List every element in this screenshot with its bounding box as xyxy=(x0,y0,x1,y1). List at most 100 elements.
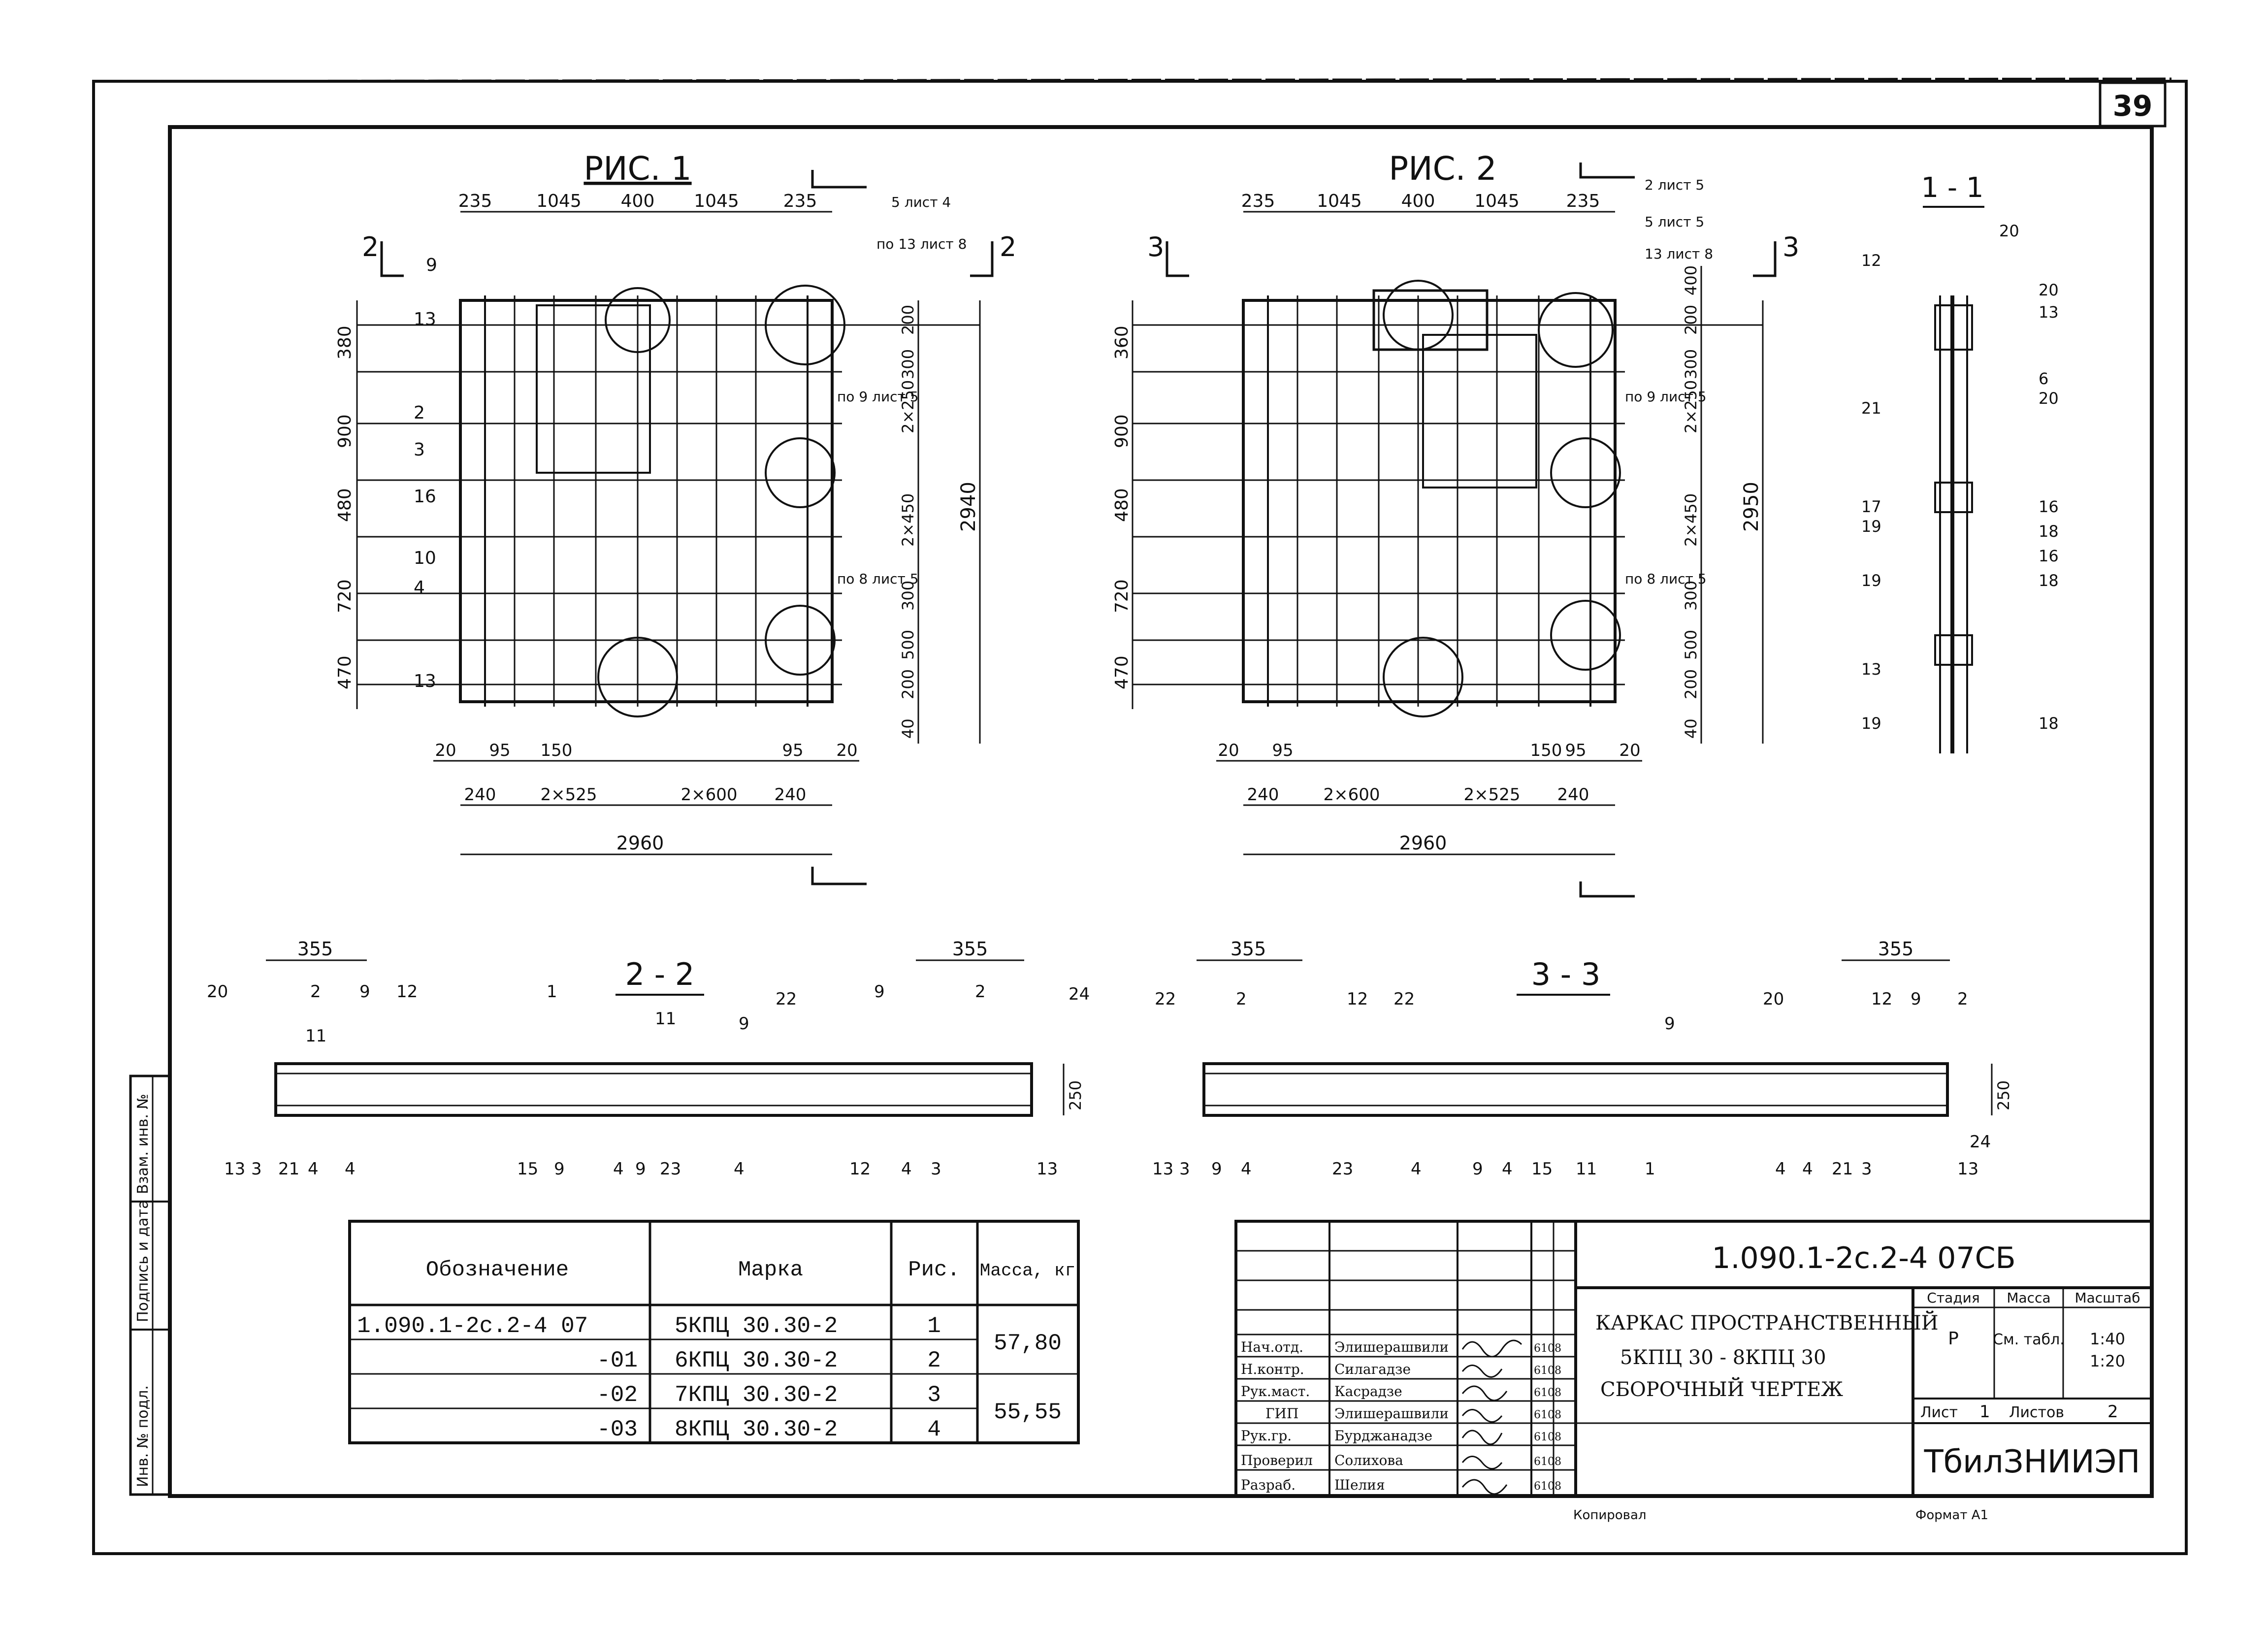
svg-text:4: 4 xyxy=(901,1159,912,1179)
svg-text:1: 1 xyxy=(1645,1159,1655,1179)
svg-text:13: 13 xyxy=(2039,303,2059,322)
svg-text:150: 150 xyxy=(541,741,573,760)
svg-text:12: 12 xyxy=(396,982,418,1002)
svg-text:9: 9 xyxy=(426,255,437,275)
spec-row1-fig: 1 xyxy=(927,1313,941,1339)
svg-text:360: 360 xyxy=(1112,326,1132,359)
spec-row2-fig: 2 xyxy=(927,1348,941,1373)
svg-text:400: 400 xyxy=(621,191,655,211)
svg-text:20: 20 xyxy=(1999,222,2019,240)
title-line-2: 5КПЦ 30 - 8КПЦ 30 xyxy=(1620,1346,1826,1369)
svg-text:12: 12 xyxy=(849,1159,871,1179)
svg-text:24: 24 xyxy=(1970,1132,1991,1152)
svg-text:13 лист 8: 13 лист 8 xyxy=(1645,246,1713,262)
section-3-3: 3 - 3 355 355 250 22 2 12 22 9 20 12 9 2… xyxy=(1152,938,2013,1179)
svg-text:2×525: 2×525 xyxy=(1463,785,1520,805)
svg-text:2: 2 xyxy=(1000,231,1016,262)
svg-text:3: 3 xyxy=(931,1159,941,1179)
svg-text:21: 21 xyxy=(1832,1159,1853,1179)
fig2-title: РИС. 2 xyxy=(1389,150,1496,188)
svg-text:720: 720 xyxy=(335,579,355,613)
svg-text:300: 300 xyxy=(899,349,917,379)
fig1-title: РИС. 1 xyxy=(583,150,691,188)
svg-text:900: 900 xyxy=(1112,414,1132,448)
svg-text:11: 11 xyxy=(1576,1159,1597,1179)
fig1-bottom-dims: 20 95 150 95 20 240 2×525 2×600 240 2960 xyxy=(435,741,857,854)
svg-text:900: 900 xyxy=(335,414,355,448)
svg-text:300: 300 xyxy=(1682,349,1700,379)
svg-text:18: 18 xyxy=(2039,714,2059,733)
spec-row3-mark: 7КПЦ 30.30-2 xyxy=(675,1382,838,1408)
svg-text:2×600: 2×600 xyxy=(1323,785,1380,805)
sig-name-3: Касрадзе xyxy=(1334,1383,1402,1400)
sig-name-7: Шелия xyxy=(1334,1477,1385,1493)
svg-text:22: 22 xyxy=(1393,989,1415,1009)
sig-date-6: 6108 xyxy=(1534,1456,1561,1468)
svg-text:3: 3 xyxy=(1861,1159,1872,1179)
svg-text:400: 400 xyxy=(1682,265,1700,295)
svg-text:19: 19 xyxy=(1861,571,1881,590)
svg-text:20: 20 xyxy=(2039,281,2059,299)
sig-date-3: 6108 xyxy=(1534,1387,1561,1399)
svg-text:355: 355 xyxy=(1878,938,1914,960)
svg-text:2 лист 5: 2 лист 5 xyxy=(1645,177,1704,193)
svg-text:3: 3 xyxy=(1179,1159,1190,1179)
svg-text:15: 15 xyxy=(1531,1159,1553,1179)
svg-text:4: 4 xyxy=(613,1159,624,1179)
sheet-label: Лист xyxy=(1920,1404,1958,1421)
sig-name-6: Солихова xyxy=(1334,1452,1403,1468)
svg-text:20: 20 xyxy=(1763,989,1784,1009)
svg-text:3: 3 xyxy=(1782,231,1799,262)
mass-value: См. табл. xyxy=(1993,1331,2065,1348)
svg-text:2: 2 xyxy=(310,982,321,1002)
inner-border xyxy=(168,125,2154,1498)
footer-copied: Копировал xyxy=(1573,1508,1647,1523)
svg-text:4: 4 xyxy=(1502,1159,1513,1179)
svg-text:1 - 1: 1 - 1 xyxy=(1921,172,1983,204)
svg-text:200: 200 xyxy=(899,669,917,699)
sheet-number-box: 39 xyxy=(2099,81,2167,128)
spec-header-mark: Марка xyxy=(738,1258,803,1282)
svg-text:3: 3 xyxy=(251,1159,262,1179)
svg-text:2: 2 xyxy=(975,982,986,1002)
svg-text:480: 480 xyxy=(1112,488,1132,522)
svg-text:355: 355 xyxy=(297,938,333,960)
svg-text:21: 21 xyxy=(1861,399,1881,418)
document-code: 1.090.1-2с.2-4 07СБ xyxy=(1712,1241,2015,1275)
signature-date-label: Подпись и дата xyxy=(134,1200,152,1323)
sig-role-7: Разраб. xyxy=(1241,1477,1296,1493)
sheet-value: 1 xyxy=(1979,1402,1990,1422)
svg-text:200: 200 xyxy=(1682,305,1700,335)
svg-text:355: 355 xyxy=(1231,938,1266,960)
svg-text:10: 10 xyxy=(414,548,436,568)
section-2-2: 2 - 2 355 355 250 20 2 9 12 11 1 11 9 22… xyxy=(207,938,1090,1179)
sig-name-1: Элишерашвили xyxy=(1334,1339,1449,1355)
svg-text:1045: 1045 xyxy=(1317,191,1362,211)
svg-text:23: 23 xyxy=(1332,1159,1353,1179)
svg-text:40: 40 xyxy=(899,718,917,739)
svg-text:13: 13 xyxy=(1861,660,1881,679)
svg-text:500: 500 xyxy=(899,630,917,660)
fig1-right-total: 2940 xyxy=(957,482,980,532)
svg-text:235: 235 xyxy=(458,191,492,211)
spec-row2-mark: 6КПЦ 30.30-2 xyxy=(675,1348,838,1373)
svg-text:9: 9 xyxy=(1211,1159,1222,1179)
svg-text:9: 9 xyxy=(874,982,885,1002)
sig-role-3: Рук.маст. xyxy=(1241,1383,1310,1400)
svg-text:2×450: 2×450 xyxy=(899,493,917,547)
fig1-right-dims: 200 300 2×250 2×450 300 500 200 40 2940 xyxy=(899,305,980,739)
sig-date-7: 6108 xyxy=(1534,1480,1561,1493)
svg-text:2: 2 xyxy=(362,231,379,262)
svg-text:20: 20 xyxy=(207,982,228,1002)
svg-text:18: 18 xyxy=(2039,522,2059,541)
svg-text:250: 250 xyxy=(1066,1080,1085,1110)
spec-row3-fig: 3 xyxy=(927,1382,941,1408)
svg-text:200: 200 xyxy=(1682,669,1700,699)
svg-text:13: 13 xyxy=(1152,1159,1173,1179)
svg-text:4: 4 xyxy=(414,578,425,598)
svg-text:470: 470 xyxy=(1112,655,1132,689)
spec-row4-fig: 4 xyxy=(927,1417,941,1442)
svg-text:12: 12 xyxy=(1871,989,1892,1009)
svg-text:20: 20 xyxy=(2039,389,2059,408)
